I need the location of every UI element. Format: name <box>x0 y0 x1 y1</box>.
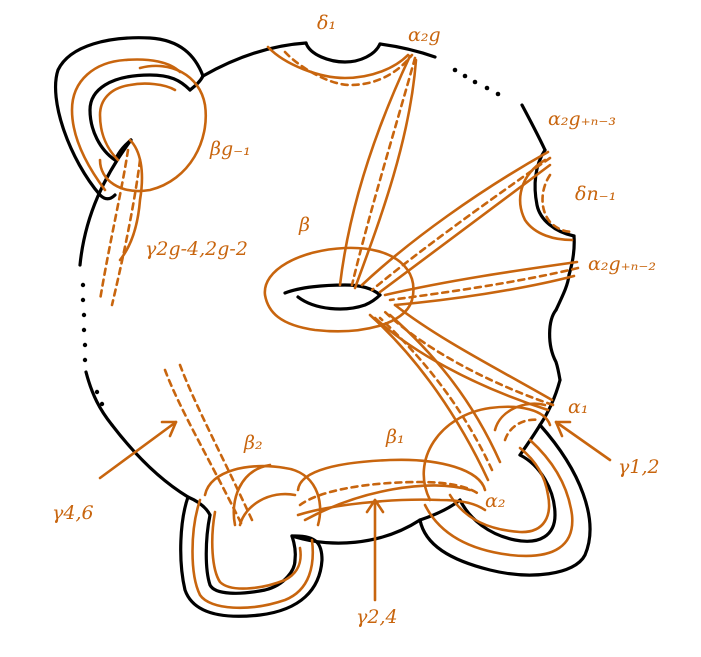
central-hole <box>283 283 382 311</box>
handle-bl-band-outer <box>191 498 314 610</box>
label-delta-1: δ₁ <box>317 12 337 34</box>
gamma-1-2-arrow-head <box>554 420 572 438</box>
label-gamma-2g-4-2g-2: γ2g-4,2g-2 <box>145 238 248 260</box>
gamma-4-6-arrow-head <box>160 420 178 438</box>
label-gamma-4-6: γ4,6 <box>52 502 94 524</box>
gamma-1-2-dashed <box>503 418 542 442</box>
delta-1-boundary <box>304 41 382 64</box>
handle-br-inner <box>458 453 557 543</box>
label-alpha-1: α₁ <box>568 396 589 418</box>
alpha-2g-n-3-solid-2 <box>378 163 552 294</box>
handle-ul-band-inner <box>98 82 177 162</box>
gamma-2g-4-solid <box>118 138 144 262</box>
outer-arc-left-lower <box>84 370 114 427</box>
handle-bl-band-inner <box>210 510 302 590</box>
label-alpha-2g-n-2: α₂g₊ₙ₋₂ <box>588 253 656 275</box>
outer-arc-left <box>78 138 133 267</box>
handle-br-band-outer <box>423 438 574 558</box>
gamma-1-2-curve <box>422 405 552 502</box>
label-gamma-2-4: γ2,4 <box>356 606 398 628</box>
label-beta-2: β₂ <box>244 432 263 454</box>
label-alpha-2g-n-3: α₂g₊ₙ₋₃ <box>548 108 616 130</box>
beta-2-inner <box>238 492 297 527</box>
label-alpha-2g: α₂g <box>408 24 441 46</box>
gamma-2g-4-dashed-1 <box>98 148 130 302</box>
surface-boundary <box>78 41 571 545</box>
label-beta-1: β₁ <box>386 426 405 448</box>
alpha-2-solid <box>368 313 490 482</box>
outer-arc-lower-left <box>110 423 190 499</box>
delta-1-curve-dashed <box>283 50 414 87</box>
outer-arc-bottom-mid <box>290 518 422 545</box>
alpha-1-solid-2 <box>373 316 550 412</box>
hole-lower <box>296 293 382 311</box>
hole-upper <box>283 283 382 297</box>
gamma-2g-4-dashed-2 <box>110 158 142 307</box>
beta-curve <box>263 246 415 333</box>
delta-1-curve-solid <box>266 45 410 80</box>
alpha-2-dashed <box>378 316 494 472</box>
gamma-1-2-arrow-line <box>554 420 612 462</box>
outer-arc-top-right <box>378 42 437 59</box>
right-lower-bump-boundary <box>548 308 562 382</box>
beta-g-1-curve <box>98 64 208 193</box>
handle-bl-cap-right <box>290 534 297 562</box>
handle-br-outer <box>418 423 592 577</box>
alpha-2g-solid-right <box>353 58 418 290</box>
outer-arc-right-lower <box>538 378 562 427</box>
handle-ul-inner <box>88 73 192 162</box>
right-bump-boundary <box>567 234 576 277</box>
handle-ul-outer <box>53 36 205 201</box>
delta-n-1-curve-dashed <box>541 173 576 234</box>
label-gamma-1-2: γ1,2 <box>618 456 660 478</box>
alpha-2g-n-3-solid <box>360 150 550 287</box>
beta-1-lower <box>296 498 487 517</box>
gamma-2-4-arrow-head <box>365 498 385 514</box>
handle-bl-outer <box>179 495 324 618</box>
beta-1-solid <box>296 458 487 492</box>
alpha-2g-n-2-solid <box>383 260 579 297</box>
gamma-4-6-dashed-2 <box>178 363 254 522</box>
gamma-2-4-solid <box>303 484 472 522</box>
label-delta-n-1: δn₋₁ <box>575 183 617 205</box>
outer-arc-top <box>201 41 308 78</box>
gamma-4-6-dashed-1 <box>163 368 244 527</box>
gamma-4-6-arrow-line <box>98 420 178 480</box>
alpha-2-solid-2 <box>388 313 502 464</box>
label-beta: β <box>299 214 310 236</box>
alpha-1-solid <box>393 303 554 402</box>
handle-br-band-inner <box>448 446 551 534</box>
handle-ul-band-outer <box>70 58 182 192</box>
gamma-4-6-solid <box>232 463 272 527</box>
surface-dots <box>80 67 501 407</box>
alpha-2g-dashed <box>350 56 417 287</box>
label-alpha-2: α₂ <box>485 490 506 512</box>
alpha-2g-n-2-dashed <box>388 266 580 302</box>
gamma-1-2-loop <box>493 402 547 432</box>
delta-n-1-curve <box>518 158 574 242</box>
orange-curves <box>70 45 612 610</box>
label-beta-g-1: βg₋₁ <box>210 138 251 160</box>
alpha-2g-solid-left <box>338 54 412 287</box>
alpha-2g-n-2-solid-2 <box>393 274 576 307</box>
outer-arc-right-upper <box>520 103 547 152</box>
beta-2-curve <box>203 464 322 527</box>
